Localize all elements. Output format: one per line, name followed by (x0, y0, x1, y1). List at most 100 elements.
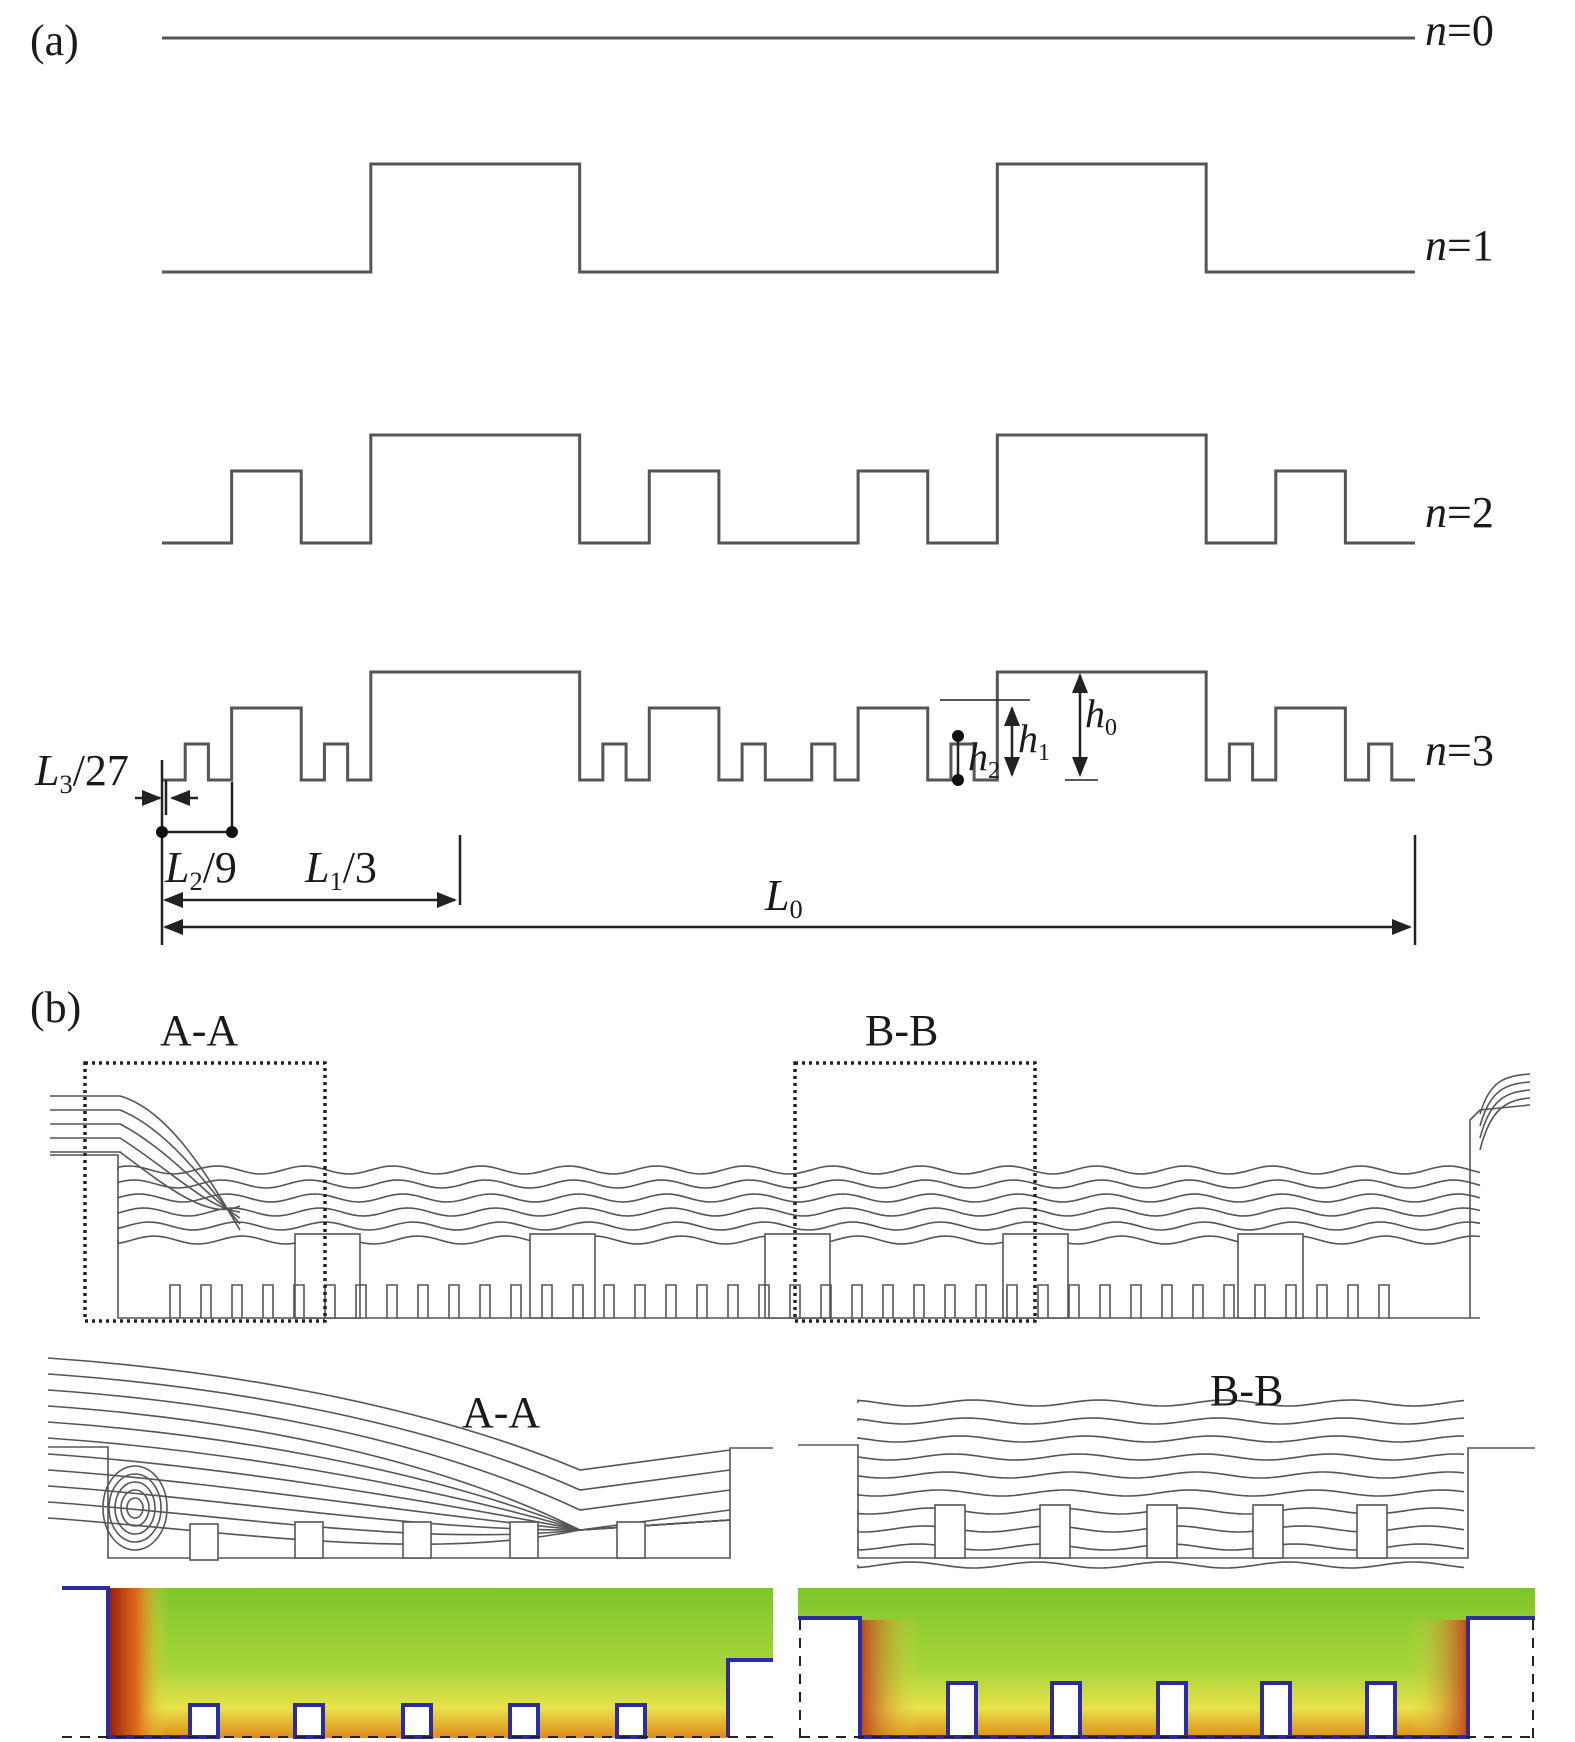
contour-field-AA (62, 1586, 778, 1742)
level-label-n3: n=3 (1425, 726, 1494, 775)
streamline (47, 1453, 731, 1531)
dimension-dot (156, 826, 168, 838)
small-block (882, 1284, 894, 1318)
small-block (262, 1284, 274, 1318)
small-block (293, 1284, 305, 1318)
small-block (402, 1521, 432, 1559)
streamline (47, 1373, 731, 1491)
field-block (188, 1703, 220, 1739)
small-block (1223, 1284, 1235, 1318)
small-block (696, 1284, 708, 1318)
tall-block (1002, 1233, 1069, 1319)
level-label-n0: n=0 (1425, 6, 1494, 55)
streamline (47, 1421, 731, 1531)
tall-block (764, 1233, 831, 1319)
small-block (1378, 1284, 1390, 1318)
streamline (117, 1179, 1481, 1189)
streamline (50, 1137, 241, 1213)
small-block (1347, 1284, 1359, 1318)
small-block (510, 1284, 522, 1318)
streamline (857, 1471, 1465, 1479)
streamline-zoom-AA (47, 1357, 773, 1561)
small-block (789, 1284, 801, 1318)
tall-block (1237, 1233, 1304, 1319)
small-block (1252, 1504, 1284, 1559)
profile-n3 (162, 670, 1415, 782)
vortex-loop (108, 1473, 162, 1543)
panel-a-label: (a) (30, 16, 79, 65)
small-block (913, 1284, 925, 1318)
dim-label-L3: L3/27 (34, 746, 129, 799)
streamline (857, 1453, 1465, 1461)
small-block (448, 1284, 460, 1318)
streamline (47, 1469, 731, 1531)
small-block (851, 1284, 863, 1318)
small-block (727, 1284, 739, 1318)
streamline-overview (50, 1073, 1531, 1319)
dim-label-h2: h2 (968, 734, 1000, 784)
tall-block (529, 1233, 596, 1319)
small-block (479, 1284, 491, 1318)
fractal-profiles (162, 36, 1415, 782)
streamline (857, 1399, 1465, 1407)
zoom-label-BB: B-B (1210, 1366, 1283, 1415)
small-block (355, 1284, 367, 1318)
small-block (665, 1284, 677, 1318)
contour-field-BB (798, 1588, 1535, 1742)
dim-label-L1: L1/3 (304, 843, 377, 896)
dimension-lines (135, 673, 1417, 945)
small-block (169, 1284, 181, 1318)
box-label-BB: B-B (865, 1006, 938, 1055)
streamline (857, 1417, 1465, 1425)
streamline (47, 1405, 731, 1531)
small-block (509, 1521, 539, 1559)
streamline (1479, 1073, 1531, 1115)
small-block (1161, 1284, 1173, 1318)
field-block (1365, 1681, 1397, 1739)
streamline (117, 1193, 1481, 1203)
small-block (975, 1284, 987, 1318)
profile-n1 (162, 162, 1415, 274)
small-block (1254, 1284, 1266, 1318)
field-block (1050, 1681, 1082, 1739)
small-block (1006, 1284, 1018, 1318)
box-label-AA: A-A (160, 1006, 238, 1055)
small-block (1285, 1284, 1297, 1318)
streamline (857, 1489, 1465, 1497)
small-block (572, 1284, 584, 1318)
small-block (1039, 1504, 1071, 1559)
dim-label-L0: L0 (764, 871, 803, 924)
dimension-dot (952, 730, 964, 742)
small-block (231, 1284, 243, 1318)
streamline (1479, 1097, 1531, 1151)
zoom-label-AA: A-A (462, 1388, 540, 1437)
small-block (820, 1284, 832, 1318)
small-block (603, 1284, 615, 1318)
field-block (1156, 1681, 1188, 1739)
small-block (294, 1521, 324, 1559)
small-block (634, 1284, 646, 1318)
small-block (1356, 1504, 1388, 1559)
tall-block (294, 1233, 361, 1319)
field-block (293, 1703, 325, 1739)
streamline (117, 1207, 1481, 1217)
small-block (1099, 1284, 1111, 1318)
vortex-loop (126, 1497, 144, 1519)
streamline (47, 1389, 731, 1511)
small-block (1146, 1504, 1178, 1559)
vortex-loop (114, 1481, 156, 1535)
streamline (47, 1437, 731, 1531)
small-block (758, 1284, 770, 1318)
streamline (1479, 1089, 1531, 1139)
small-block (1192, 1284, 1204, 1318)
small-block (541, 1284, 553, 1318)
streamline (1479, 1081, 1531, 1127)
small-block (1068, 1284, 1080, 1318)
small-block (386, 1284, 398, 1318)
small-block (944, 1284, 956, 1318)
field-block (615, 1703, 647, 1739)
level-label-n2: n=2 (1425, 488, 1494, 537)
streamline-zoom-BB (798, 1399, 1535, 1569)
field-block (401, 1703, 433, 1739)
